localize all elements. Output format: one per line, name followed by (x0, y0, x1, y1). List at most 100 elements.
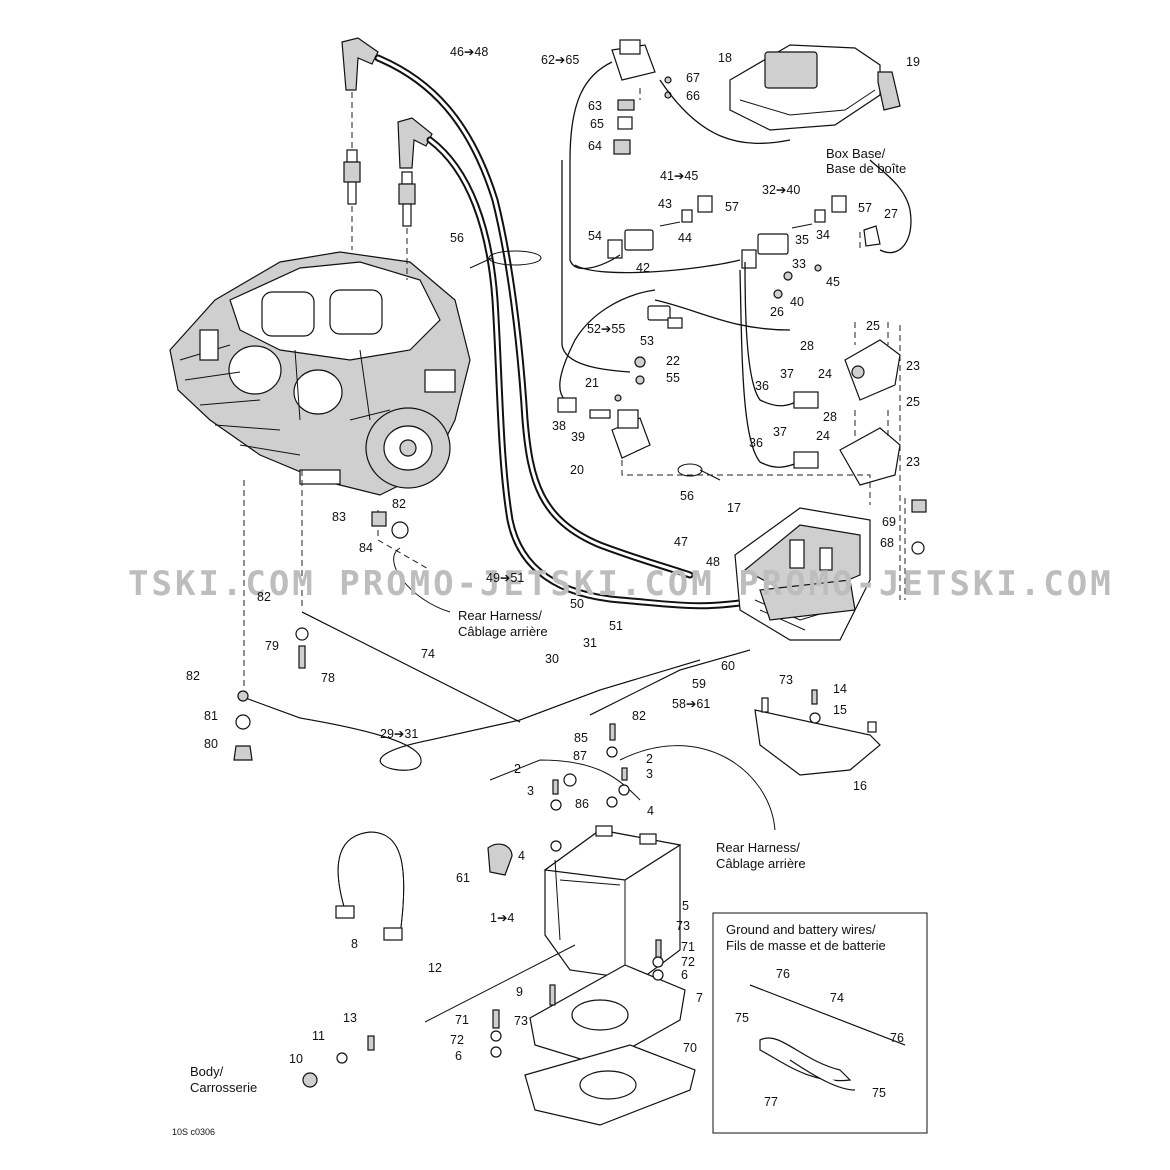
part-label: 21 (585, 376, 599, 390)
part-label: 84 (359, 541, 373, 555)
box-base-line1: Box Base/ (826, 146, 886, 161)
part-label: 53 (640, 334, 654, 348)
part-label: 69 (882, 515, 896, 529)
part-label: 55 (666, 371, 680, 385)
part-label: 18 (718, 51, 732, 65)
part-label: 58➔61 (672, 697, 710, 711)
part-label: 62➔65 (541, 53, 579, 67)
inset-part-label: 76 (890, 1031, 904, 1045)
inset-part-label: 77 (764, 1095, 778, 1109)
part-label: 28 (800, 339, 814, 353)
part-label: 82 (186, 669, 200, 683)
spark-plug-cap-right (397, 117, 433, 169)
part-label: 38 (552, 419, 566, 433)
spark-plug-cap-left (341, 37, 379, 91)
inset-title-line2: Fils de masse et de batterie (726, 938, 886, 953)
part-label: 36 (749, 436, 763, 450)
part-label: 2 (514, 762, 521, 776)
part-label: 13 (343, 1011, 357, 1025)
part-label: 80 (204, 737, 218, 751)
part-label: 57 (725, 200, 739, 214)
inset-part-label: 75 (735, 1011, 749, 1025)
part-label: 79 (265, 639, 279, 653)
internal-harness (559, 61, 912, 468)
part-label: 34 (816, 228, 830, 242)
watermark: TSKI.COM PROMO-JETSKI.COM PROMO-JETSKI.C… (128, 564, 1114, 604)
cable-tie-56 (469, 250, 542, 269)
fuse-box-cover-18 (729, 44, 881, 131)
part-label: 4 (518, 849, 525, 863)
sensor-assembly-upper (793, 339, 901, 409)
part-label: 29➔31 (380, 727, 418, 741)
part-label: 43 (658, 197, 672, 211)
box-base-line2: Base de boîte (826, 161, 906, 176)
rear-harness-1-line1: Rear Harness/ (458, 608, 542, 623)
note-rear-harness-2: Rear Harness/ Câblage arrière (716, 840, 806, 871)
part-label: 42 (636, 261, 650, 275)
part-label: 73 (676, 919, 690, 933)
inset-part-label: 74 (830, 991, 844, 1005)
clip-19 (877, 71, 901, 111)
terminal-cap-61 (487, 843, 513, 876)
sensor-assembly-lower (793, 427, 901, 486)
part-label: 70 (683, 1041, 697, 1055)
diagram-code: 10S c0306 (172, 1127, 215, 1137)
part-label: 78 (321, 671, 335, 685)
part-label: 30 (545, 652, 559, 666)
part-label: 15 (833, 703, 847, 717)
bracket-16 (754, 697, 881, 776)
part-label: 45 (826, 275, 840, 289)
part-label: 83 (332, 510, 346, 524)
starter-solenoid-20 (611, 356, 651, 459)
rear-harness-2-line2: Câblage arrière (716, 856, 806, 871)
part-label: 22 (666, 354, 680, 368)
part-label: 64 (588, 139, 602, 153)
inset-ground-battery-wires (712, 912, 928, 1134)
part-label: 23 (906, 359, 920, 373)
relay-62-65 (611, 39, 656, 155)
part-label: 7 (696, 991, 703, 1005)
part-label: 37 (773, 425, 787, 439)
part-label: 51 (609, 619, 623, 633)
part-label: 60 (721, 659, 735, 673)
battery-tray-7 (529, 964, 686, 1066)
part-label: 4 (647, 804, 654, 818)
part-label: 25 (866, 319, 880, 333)
battery-1-4 (543, 825, 682, 981)
part-label: 46➔48 (450, 45, 488, 59)
part-label: 20 (570, 463, 584, 477)
part-label: 5 (682, 899, 689, 913)
body-line1: Body/ (190, 1064, 224, 1079)
note-rear-harness-1: Rear Harness/ Câblage arrière (458, 608, 548, 639)
part-label: 49➔51 (486, 571, 524, 585)
part-label: 73 (779, 673, 793, 687)
part-label: 33 (792, 257, 806, 271)
part-label: 39 (571, 430, 585, 444)
ground-cable-74 (301, 611, 521, 723)
part-label: 82 (257, 590, 271, 604)
rear-harness-1-line2: Câblage arrière (458, 624, 548, 639)
inset-title-line1: Ground and battery wires/ (726, 922, 876, 937)
part-label: 17 (727, 501, 741, 515)
part-label: 28 (823, 410, 837, 424)
part-label: 3 (527, 784, 534, 798)
engine-illustration (169, 251, 471, 496)
part-label: 23 (906, 455, 920, 469)
battery-pad-70 (524, 1044, 696, 1126)
part-label: 2 (646, 752, 653, 766)
part-label: 36 (755, 379, 769, 393)
part-label: 66 (686, 89, 700, 103)
part-label: 57 (858, 201, 872, 215)
part-label: 32➔40 (762, 183, 800, 197)
part-label: 54 (588, 229, 602, 243)
part-label: 71 (455, 1013, 469, 1027)
part-label: 56 (450, 231, 464, 245)
electrical-box-17 (734, 507, 871, 641)
part-label: 37 (780, 367, 794, 381)
part-label: 56 (680, 489, 694, 503)
part-label: 27 (884, 207, 898, 221)
part-label: 71 (681, 940, 695, 954)
part-label: 24 (818, 367, 832, 381)
